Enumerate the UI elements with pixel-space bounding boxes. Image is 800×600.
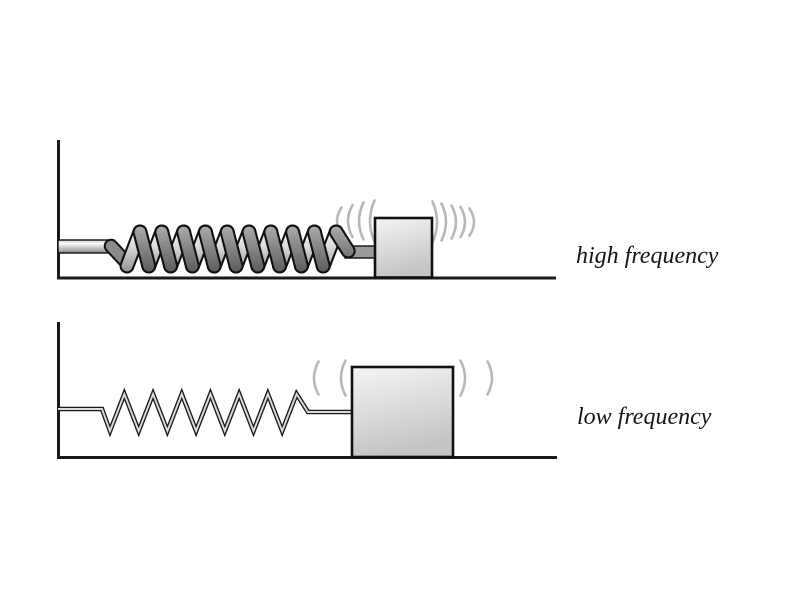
- vibration-arc: [346, 203, 354, 239]
- coil-strand-front: [199, 226, 220, 272]
- high-frequency-panel: [57, 140, 556, 280]
- vibration-arc: [312, 360, 320, 396]
- coil-strand-front: [330, 226, 354, 257]
- mass-block-small: [373, 216, 434, 279]
- vibration-arc: [440, 202, 448, 242]
- coil-strand-front: [243, 226, 264, 272]
- vibration-arc: [450, 204, 458, 240]
- stiff-coil-spring: [57, 224, 379, 274]
- vibration-arcs-right: [459, 359, 494, 397]
- coil-strand-front: [134, 226, 155, 272]
- low-frequency-panel: [57, 322, 557, 459]
- coil-strand-front: [178, 226, 198, 272]
- vibration-arc: [459, 359, 467, 397]
- zigzag-inner: [58, 391, 352, 434]
- vibration-arc: [468, 207, 476, 237]
- vibration-arc: [339, 359, 347, 397]
- coil-strand-front: [221, 226, 242, 272]
- vibration-arc: [357, 201, 365, 241]
- vibration-arcs-left: [312, 359, 347, 397]
- vibration-arcs-left: [335, 199, 376, 243]
- vibration-arc: [486, 360, 494, 396]
- vibration-arc: [459, 205, 467, 239]
- mass-block-large: [350, 365, 455, 459]
- coil-strand-front: [308, 226, 329, 272]
- coil-strand-front: [156, 226, 177, 272]
- soft-zigzag-spring: [58, 387, 352, 438]
- coil-strand-front: [287, 226, 307, 272]
- high-frequency-label: high frequency: [576, 243, 719, 269]
- coil-strand-front: [265, 226, 286, 272]
- low-frequency-label: low frequency: [577, 404, 712, 430]
- vibration-arc: [368, 199, 376, 243]
- vibration-arc: [431, 200, 439, 244]
- vibration-arcs-right: [431, 200, 476, 244]
